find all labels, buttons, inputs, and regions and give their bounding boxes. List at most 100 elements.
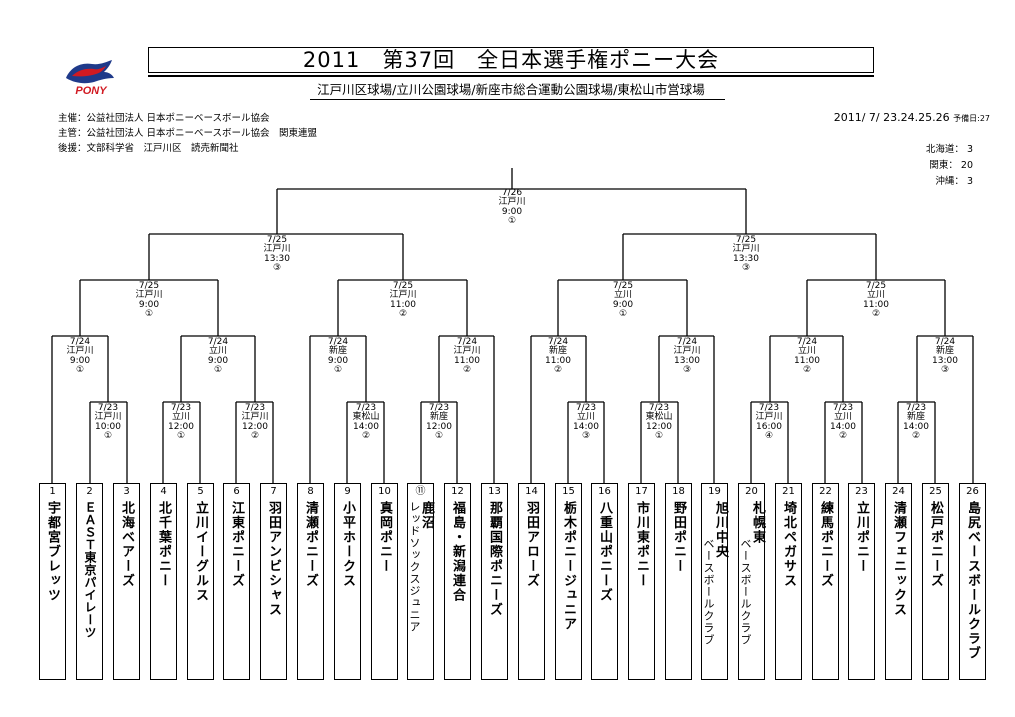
match-venue: 東松山 xyxy=(352,412,380,423)
team-number: 17 xyxy=(635,486,648,497)
team-number: 23 xyxy=(855,486,868,497)
match-venue: 江戸川 xyxy=(241,412,269,423)
match-venue: 立川 xyxy=(171,412,190,423)
match-number: ① xyxy=(144,308,154,319)
match-number: ② xyxy=(398,308,408,319)
match-venue: 立川 xyxy=(613,290,632,301)
team-number: 5 xyxy=(197,486,204,497)
team-name: 清瀬フェニックス xyxy=(891,501,906,617)
match-time: 14:00 xyxy=(573,421,599,432)
count-kanto: 関東： 20 xyxy=(929,160,973,171)
match-r2-1: 7/24 江戸川 9:00 ① xyxy=(45,337,115,375)
team-name: 八重山ポニーズ xyxy=(597,501,612,603)
match-venue: 江戸川 xyxy=(732,244,760,255)
match-date: 7/24 xyxy=(69,337,91,347)
team-name: 旭川中央 xyxy=(713,501,728,559)
match-date: 7/24 xyxy=(547,337,569,347)
team-number: 16 xyxy=(598,486,611,497)
match-number: ① xyxy=(75,364,85,375)
match-number: ② xyxy=(838,430,848,441)
match-venue: 立川 xyxy=(797,346,816,357)
team-name: 那覇国際ポニーズ xyxy=(487,501,502,617)
match-date: 7/24 xyxy=(456,337,478,347)
team-box: 20 札幌東 ベースボールクラブ xyxy=(738,483,765,680)
match-time: 11:00 xyxy=(545,355,571,366)
match-r2-5: 7/24 新座 11:00 ② xyxy=(523,337,593,375)
match-time: 11:00 xyxy=(390,299,416,310)
match-time: 12:00 xyxy=(242,421,268,432)
match-r1-4: 7/23 東松山 14:00 ② xyxy=(331,403,401,441)
match-number: ① xyxy=(176,430,186,441)
team-name: 江東ポニーズ xyxy=(229,501,244,588)
match-venue: 立川 xyxy=(576,412,595,423)
match-time: 9:00 xyxy=(207,355,229,366)
team-name: 清瀬ポニーズ xyxy=(303,501,318,588)
team-number: 4 xyxy=(160,486,167,497)
match-time: 11:00 xyxy=(454,355,480,366)
team-name: 埼北ペガサス xyxy=(781,501,796,588)
team-number: 15 xyxy=(562,486,575,497)
match-number: ③ xyxy=(741,262,751,273)
team-name-line2: ベースボールクラブ xyxy=(702,538,715,646)
reserve-day: 予備日:27 xyxy=(953,114,990,123)
match-venue: 江戸川 xyxy=(755,412,783,423)
team-number: 13 xyxy=(488,486,501,497)
match-date: 7/25 xyxy=(612,281,634,291)
team-number: 20 xyxy=(745,486,758,497)
match-time: 10:00 xyxy=(95,421,121,432)
match-number: ② xyxy=(802,364,812,375)
match-date: 7/25 xyxy=(392,281,414,291)
team-name: 小平ホークス xyxy=(340,501,355,588)
team-number: ⑪ xyxy=(415,486,426,497)
match-date: 7/23 xyxy=(575,403,597,413)
team-number: 10 xyxy=(378,486,391,497)
match-number: ③ xyxy=(272,262,282,273)
dates-text: 2011/ 7/ 23.24.25.26 xyxy=(833,111,950,124)
team-name: 島尻ベースボールクラブ xyxy=(965,501,980,661)
match-venue: 江戸川 xyxy=(453,346,481,357)
match-venue: 江戸川 xyxy=(389,290,417,301)
team-name-group: 旭川中央 ベースボールクラブ xyxy=(702,498,728,646)
match-date: 7/26 xyxy=(501,188,523,198)
match-number: ① xyxy=(434,430,444,441)
match-venue: 立川 xyxy=(866,290,885,301)
match-number: ① xyxy=(333,364,343,375)
team-name: 野田ポニー xyxy=(671,501,686,574)
organizer-manager: 主管：公益社団法人 日本ポニーベースボール協会 関東連盟 xyxy=(58,128,318,139)
team-name: 福島・新潟連合 xyxy=(450,501,465,603)
match-r1-2: 7/23 立川 12:00 ① xyxy=(146,403,216,441)
match-date: 7/23 xyxy=(170,403,192,413)
team-number: 18 xyxy=(672,486,685,497)
match-r2-4: 7/24 江戸川 11:00 ② xyxy=(432,337,502,375)
team-name-line2: ベースボールクラブ xyxy=(739,538,752,646)
match-r1-1: 7/23 江戸川 10:00 ① xyxy=(73,403,143,441)
team-name: 宇都宮ブレッツ xyxy=(45,501,60,603)
match-qf-1: 7/25 江戸川 9:00 ① xyxy=(114,281,184,319)
match-date: 7/25 xyxy=(865,281,887,291)
match-r1-6: 7/23 立川 14:00 ③ xyxy=(551,403,621,441)
match-time: 12:00 xyxy=(168,421,194,432)
match-number: ① xyxy=(618,308,628,319)
match-r2-7: 7/24 立川 11:00 ② xyxy=(772,337,842,375)
match-date: 7/24 xyxy=(676,337,698,347)
match-time: 13:00 xyxy=(674,355,700,366)
match-number: ③ xyxy=(940,364,950,375)
match-venue: 江戸川 xyxy=(66,346,94,357)
match-number: ② xyxy=(553,364,563,375)
match-venue: 東松山 xyxy=(645,412,673,423)
match-qf-2: 7/25 江戸川 11:00 ② xyxy=(368,281,438,319)
match-qf-3: 7/25 立川 9:00 ① xyxy=(588,281,658,319)
